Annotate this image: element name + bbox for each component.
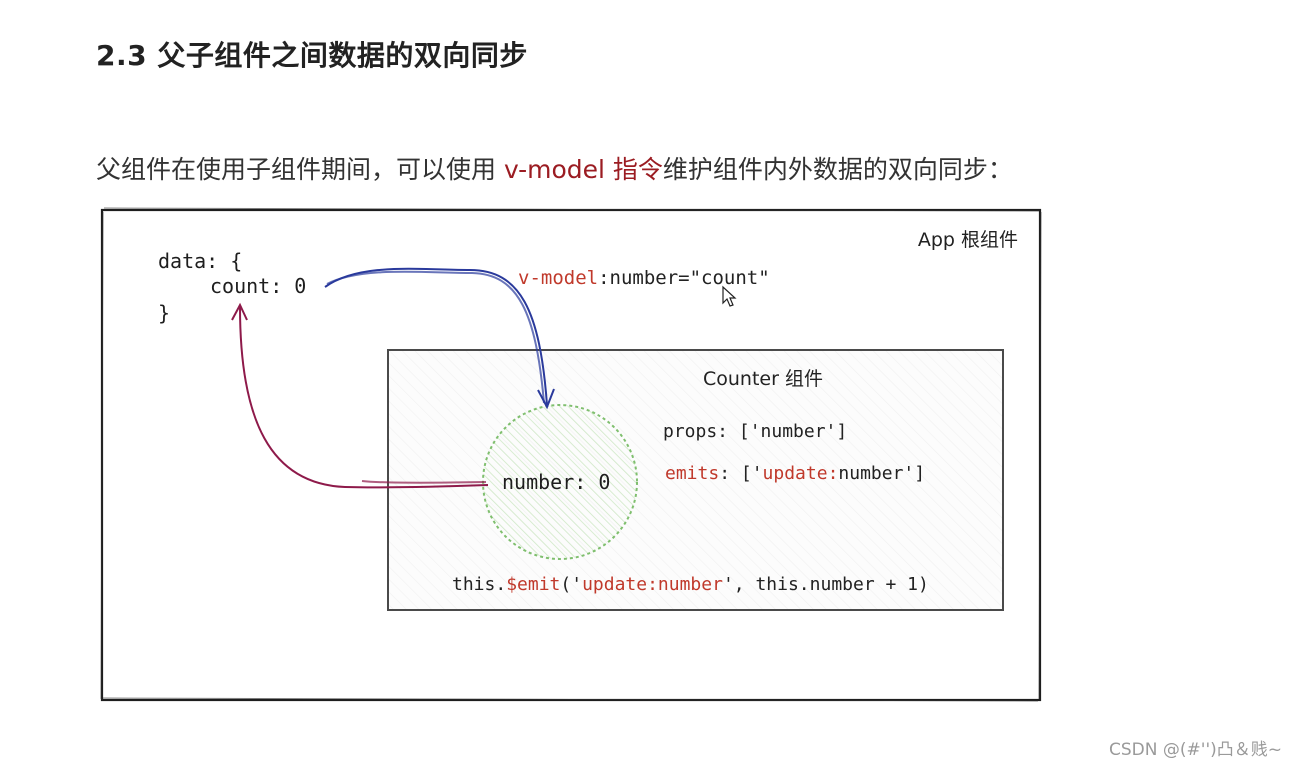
intro-text-after: 维护组件内外数据的双向同步： bbox=[662, 155, 1013, 184]
page-heading: 2.3 父子组件之间数据的双向同步 bbox=[96, 39, 528, 72]
emit-this: this. bbox=[452, 574, 506, 595]
props-line: props: ['number'] bbox=[663, 421, 847, 442]
vmodel-label: v-model:number="count" bbox=[518, 267, 770, 289]
data-open-line: data: { bbox=[158, 249, 242, 273]
data-close-line: } bbox=[158, 301, 170, 325]
cursor-icon bbox=[722, 285, 737, 307]
circle-number-label: number: 0 bbox=[502, 470, 610, 494]
vmodel-directive: v-model bbox=[518, 267, 598, 289]
emits-key: emits bbox=[665, 463, 719, 484]
counter-label: Counter 组件 bbox=[703, 368, 823, 390]
app-label: App 根组件 bbox=[918, 229, 1018, 251]
emit-open: (' bbox=[560, 574, 582, 595]
csdn-watermark: CSDN @(#'')凸＆贱~ bbox=[1109, 740, 1282, 760]
emit-rest: ', this.number + 1) bbox=[723, 574, 929, 595]
intro-highlight: v-model 指令 bbox=[503, 155, 663, 184]
emits-line: emits: ['update:number'] bbox=[665, 463, 925, 484]
emit-event: update:number bbox=[582, 574, 723, 595]
emits-close: number'] bbox=[838, 463, 925, 484]
emit-up-arrow bbox=[231, 302, 489, 489]
count-line: count: 0 bbox=[210, 274, 306, 298]
props-down-arrow bbox=[324, 267, 555, 410]
intro-paragraph: 父组件在使用子组件期间，可以使用 v-model 指令维护组件内外数据的双向同步… bbox=[96, 150, 1013, 186]
emit-call-line: this.$emit('update:number', this.number … bbox=[452, 574, 929, 595]
intro-text-before: 父组件在使用子组件期间，可以使用 bbox=[96, 155, 504, 184]
emits-event: update: bbox=[763, 463, 839, 484]
emit-method: $emit bbox=[506, 574, 560, 595]
emits-open: : [' bbox=[719, 463, 762, 484]
vmodel-binding: :number="count" bbox=[598, 267, 770, 289]
